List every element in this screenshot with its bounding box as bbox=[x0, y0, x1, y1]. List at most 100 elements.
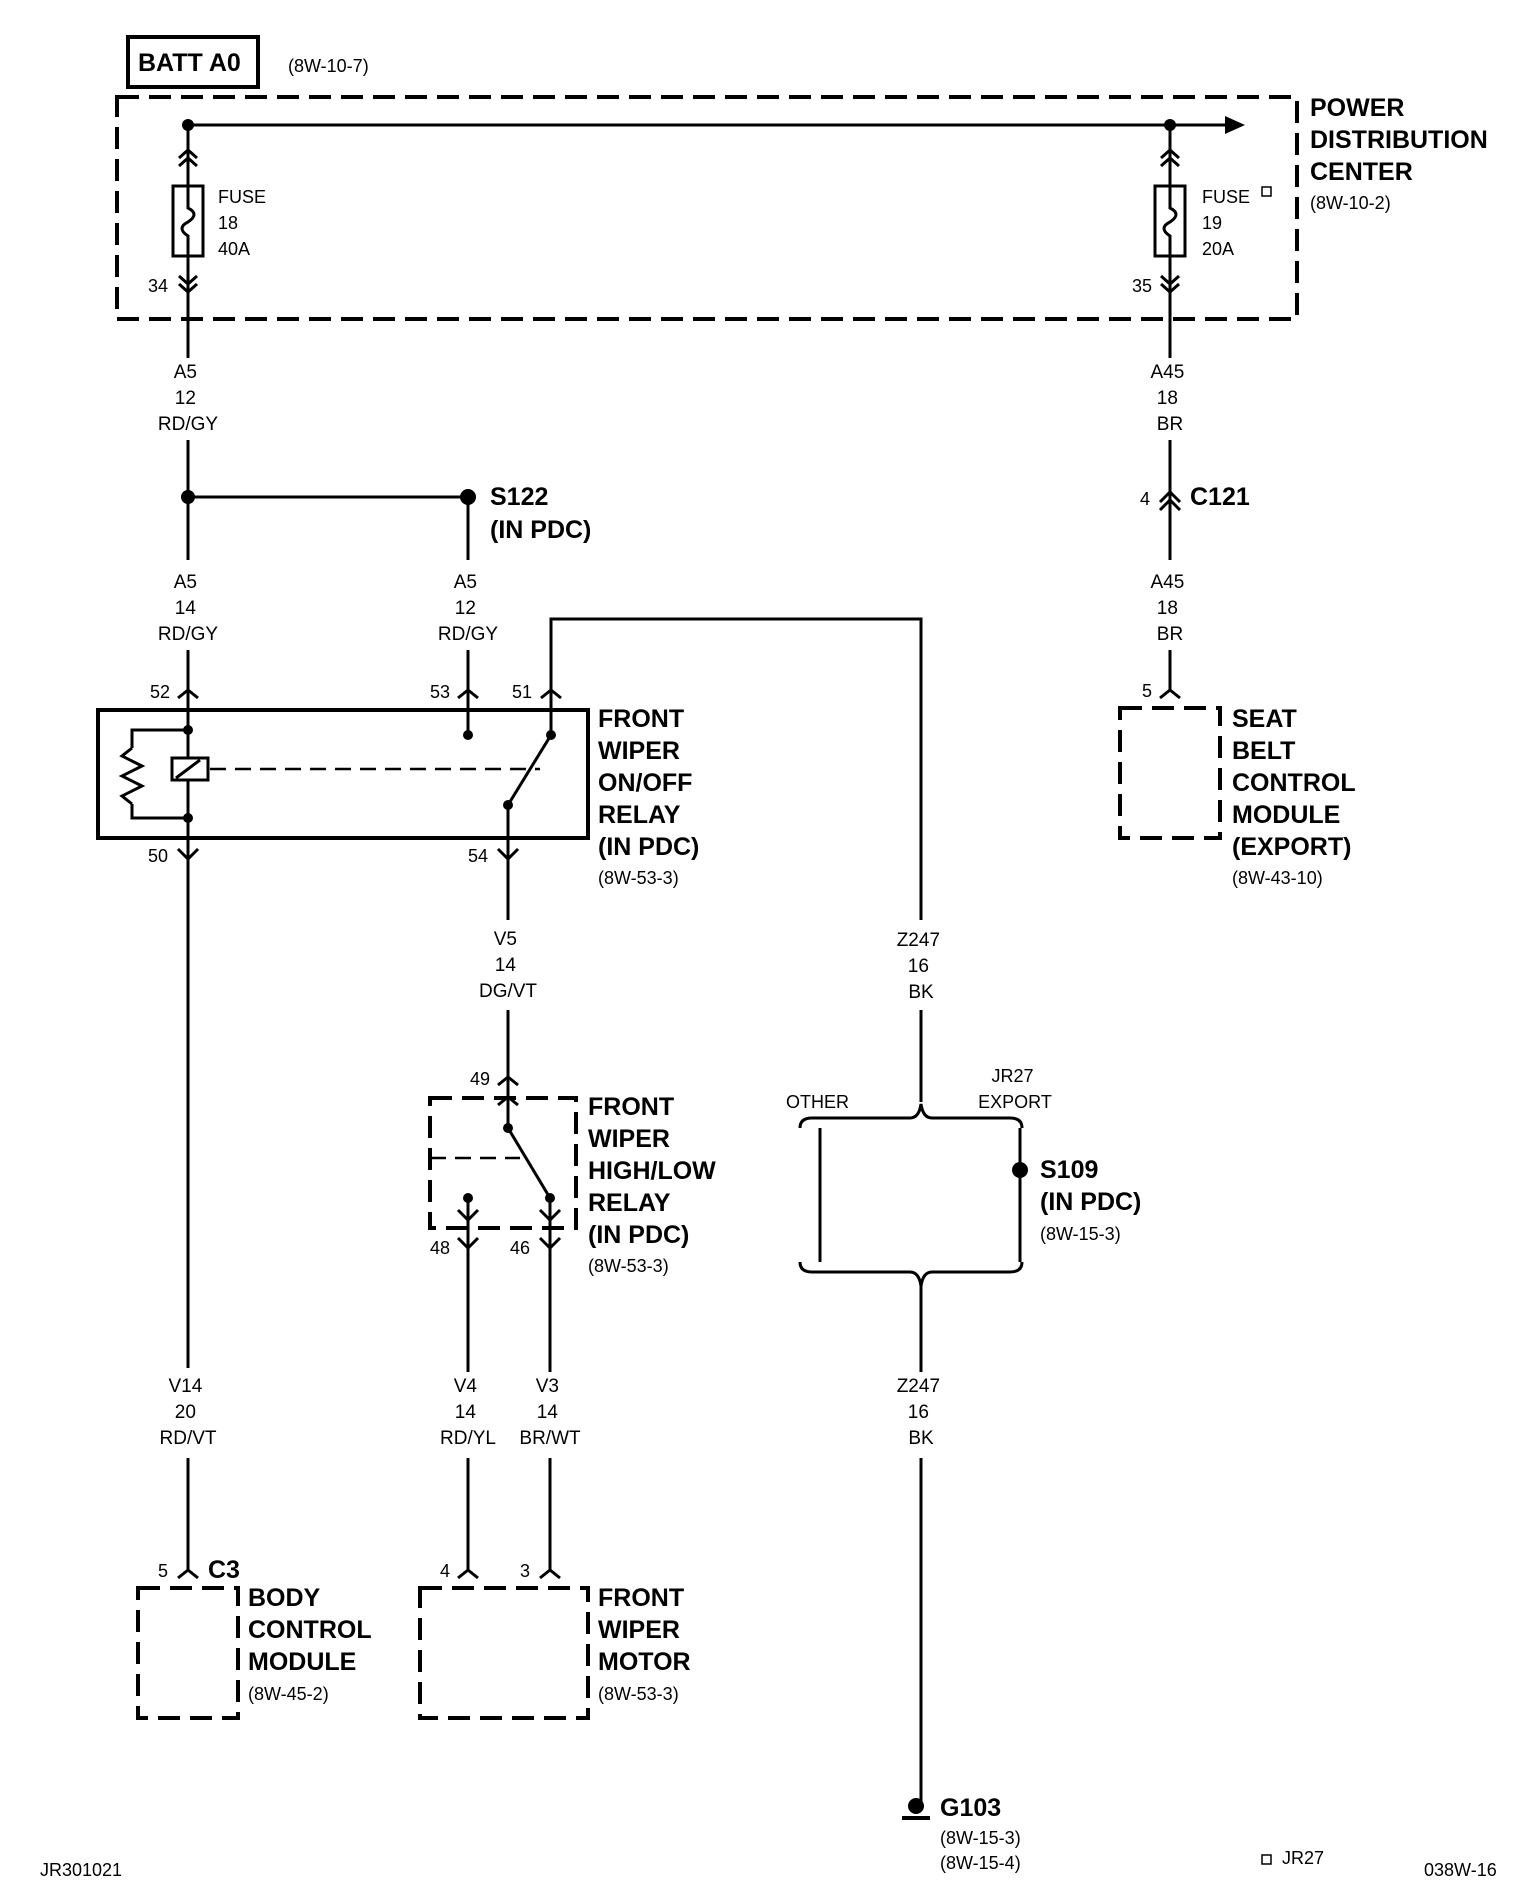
relay-node-53 bbox=[463, 730, 473, 740]
high-low-relay-title: FRONT WIPER HIGH/LOW RELAY (IN PDC) bbox=[588, 1093, 723, 1249]
jr27-note-marker-icon bbox=[1261, 186, 1272, 197]
bcm-pin-icon bbox=[177, 1568, 199, 1580]
splice-s122-label: S122 (IN PDC) bbox=[490, 483, 591, 544]
on-off-relay-box bbox=[96, 708, 590, 840]
hl-relay-pin-46: 46 bbox=[510, 1238, 530, 1258]
branch-top-brace bbox=[798, 1103, 1024, 1129]
fuse-19-pin-icon-2 bbox=[1160, 282, 1180, 295]
hl-relay-pin-49: 49 bbox=[470, 1069, 490, 1089]
footer-note: JR27 bbox=[1282, 1848, 1324, 1868]
fuse-18-top-connector-icon bbox=[178, 147, 198, 160]
relay-resistor-icon bbox=[118, 746, 146, 806]
footer-note-marker-icon bbox=[1261, 1854, 1272, 1865]
bus-arrow-icon bbox=[1225, 116, 1245, 134]
splice-s109-label: S109 (IN PDC) bbox=[1040, 1156, 1141, 1216]
branch-other-label: OTHER bbox=[786, 1092, 849, 1112]
footer-right: 038W-16 bbox=[1424, 1860, 1497, 1880]
battery-label: BATT A0 bbox=[138, 49, 241, 77]
wire-a45-bottom-label: A45 18 BR bbox=[1150, 572, 1189, 645]
branch-bottom-brace bbox=[798, 1261, 1024, 1287]
c121-connector-icon-2 bbox=[1158, 497, 1182, 512]
splice-s109-ref: (8W-15-3) bbox=[1040, 1224, 1121, 1244]
high-low-relay-ref: (8W-53-3) bbox=[588, 1256, 669, 1276]
relay-pin-51: 51 bbox=[512, 682, 532, 702]
fuse-19-top-connector-icon bbox=[1160, 147, 1180, 160]
seat-belt-pin-icon bbox=[1159, 688, 1181, 700]
fuse-19-pin-icon bbox=[1160, 274, 1180, 287]
front-wiper-motor-ref: (8W-53-3) bbox=[598, 1684, 679, 1704]
relay-resistor-lead-top bbox=[130, 728, 188, 748]
pdc-ref: (8W-10-2) bbox=[1310, 193, 1391, 213]
wire-v14-label: V14 20 RD/VT bbox=[160, 1376, 217, 1449]
motor-pin-3: 3 bbox=[520, 1561, 530, 1581]
fuse-19-pin: 35 bbox=[1132, 276, 1152, 296]
on-off-relay-title: FRONT WIPER ON/OFF RELAY (IN PDC) bbox=[598, 705, 699, 861]
hl-relay-switch-arm-icon bbox=[506, 1127, 552, 1199]
wire-v5-label: V5 14 DG/VT bbox=[479, 929, 537, 1002]
hl-relay-inner-48-icon bbox=[456, 1208, 480, 1223]
fuse-18-pin-icon-2 bbox=[178, 282, 198, 295]
bcm-ref: (8W-45-2) bbox=[248, 1684, 329, 1704]
ground-label: G103 bbox=[940, 1794, 1001, 1822]
bcm-title: BODY CONTROL MODULE bbox=[248, 1584, 378, 1676]
fuse-18-label: FUSE 18 40A bbox=[218, 187, 271, 259]
high-low-relay-box bbox=[428, 1096, 578, 1230]
wire-z247-top-label-bg bbox=[880, 926, 962, 1014]
wire-v4-label: V4 14 RD/YL bbox=[440, 1376, 496, 1449]
wire-z247-top-label: Z247 16 BK bbox=[897, 930, 946, 1003]
wire-a5-top-label: A5 12 RD/GY bbox=[158, 362, 219, 435]
on-off-relay-ref: (8W-53-3) bbox=[598, 868, 679, 888]
relay-pin-54: 54 bbox=[468, 846, 488, 866]
wire-a5-left-label: A5 14 RD/GY bbox=[158, 572, 219, 645]
bcm-box bbox=[136, 1586, 240, 1720]
ground-point bbox=[908, 1798, 924, 1814]
fuse-19-top-connector-icon-2 bbox=[1160, 155, 1180, 168]
seat-belt-module-title: SEAT BELT CONTROL MODULE (EXPORT) bbox=[1232, 705, 1362, 861]
wire-z247-from-51 bbox=[549, 617, 923, 920]
relay-pin-53: 53 bbox=[430, 682, 450, 702]
ground-refs: (8W-15-3) (8W-15-4) bbox=[940, 1828, 1026, 1873]
pdc-title: POWER DISTRIBUTION CENTER bbox=[1310, 94, 1495, 186]
bcm-pin: 5 bbox=[158, 1561, 168, 1581]
seat-belt-module-box bbox=[1118, 706, 1222, 840]
fuse-19-label: FUSE 19 20A bbox=[1202, 187, 1255, 259]
relay-pin-54-icon bbox=[496, 847, 520, 862]
wire-a5-right-label: A5 12 RD/GY bbox=[438, 572, 499, 645]
footer-left: JR301021 bbox=[40, 1860, 122, 1880]
fuse-18-element-icon bbox=[180, 186, 196, 256]
c121-connector-icon bbox=[1158, 489, 1182, 504]
splice-s109 bbox=[1012, 1162, 1028, 1178]
motor-pin-3-icon bbox=[539, 1568, 561, 1580]
bcm-connector: C3 bbox=[208, 1556, 240, 1584]
relay-pin-52: 52 bbox=[150, 682, 170, 702]
seat-belt-module-ref: (8W-43-10) bbox=[1232, 868, 1323, 888]
fuse-18-pin: 34 bbox=[148, 276, 168, 296]
relay-pin-50-icon bbox=[176, 847, 200, 862]
motor-pin-4-icon bbox=[457, 1568, 479, 1580]
relay-pin-50: 50 bbox=[148, 846, 168, 866]
battery-label-box bbox=[126, 35, 260, 89]
motor-pin-4: 4 bbox=[440, 1561, 450, 1581]
relay-switch-arm-icon bbox=[506, 734, 553, 806]
relay-resistor-lead-bottom bbox=[130, 804, 188, 820]
fuse-18-pin-icon bbox=[178, 274, 198, 287]
wire-z247-bottom-label: Z247 16 BK bbox=[897, 1376, 946, 1449]
relay-coil-mark bbox=[175, 758, 201, 780]
seat-belt-pin: 5 bbox=[1142, 681, 1152, 701]
wire-v14-label-bg bbox=[150, 1372, 226, 1458]
front-wiper-motor-title: FRONT WIPER MOTOR bbox=[598, 1584, 691, 1676]
pdc-box bbox=[115, 95, 1299, 321]
wire-a45-top-label: A45 18 BR bbox=[1150, 362, 1189, 435]
c121-pin: 4 bbox=[1140, 489, 1150, 509]
branch-jr27-label: JR27 EXPORT bbox=[978, 1066, 1052, 1112]
hl-relay-inner-46-icon bbox=[538, 1208, 562, 1223]
hl-relay-pin-48: 48 bbox=[430, 1238, 450, 1258]
hl-relay-inner-pin-icon bbox=[497, 1095, 519, 1107]
wire-v3-label: V3 14 BR/WT bbox=[519, 1376, 581, 1449]
c121-label: C121 bbox=[1190, 483, 1250, 511]
fuse-19-element-icon bbox=[1162, 186, 1178, 256]
fuse-18-top-connector-icon-2 bbox=[178, 155, 198, 168]
front-wiper-motor-box bbox=[418, 1586, 590, 1720]
battery-ref: (8W-10-7) bbox=[288, 56, 369, 76]
